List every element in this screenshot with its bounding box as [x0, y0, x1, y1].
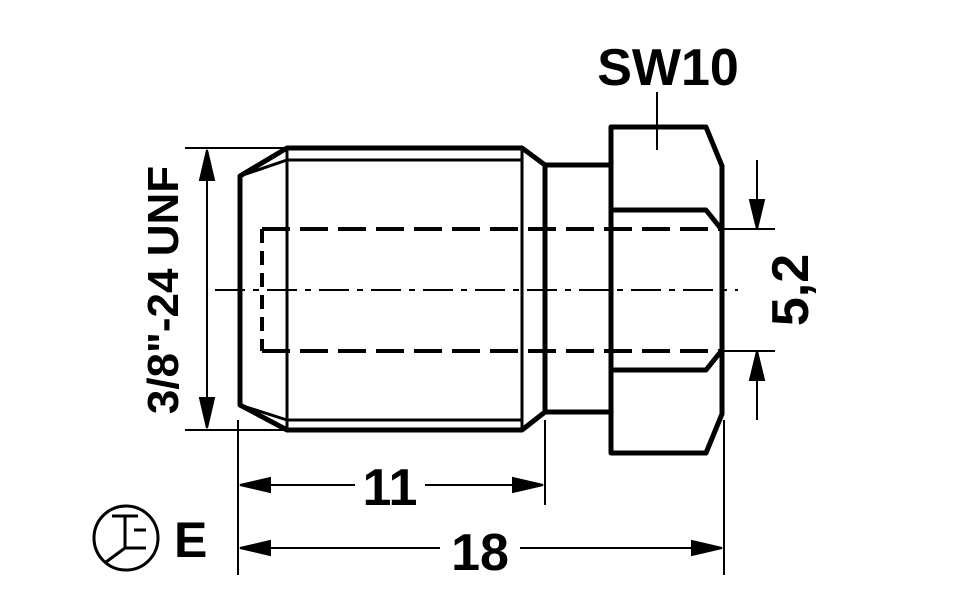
bore-diameter-label: 5,2 — [762, 254, 820, 326]
thread-label: 3/8"-24 UNF — [139, 166, 188, 414]
length-extension-lines — [237, 420, 725, 575]
hex-face-lines — [611, 207, 724, 373]
overall-length-dimension — [239, 539, 723, 557]
neck-outline — [545, 162, 611, 415]
flare-type-symbol-icon — [92, 504, 160, 572]
overall-length-label: 18 — [451, 524, 509, 582]
bore-diameter-dimension — [724, 160, 775, 420]
hidden-bore-lines — [260, 227, 722, 353]
hex-head-outline — [608, 124, 725, 456]
thread-diameter-dimension — [185, 147, 285, 431]
thread-length-label: 11 — [363, 459, 418, 517]
flare-type-label: E — [174, 512, 207, 568]
wrench-size-label: SW10 — [597, 39, 739, 97]
thread-length-dimension — [239, 476, 544, 494]
